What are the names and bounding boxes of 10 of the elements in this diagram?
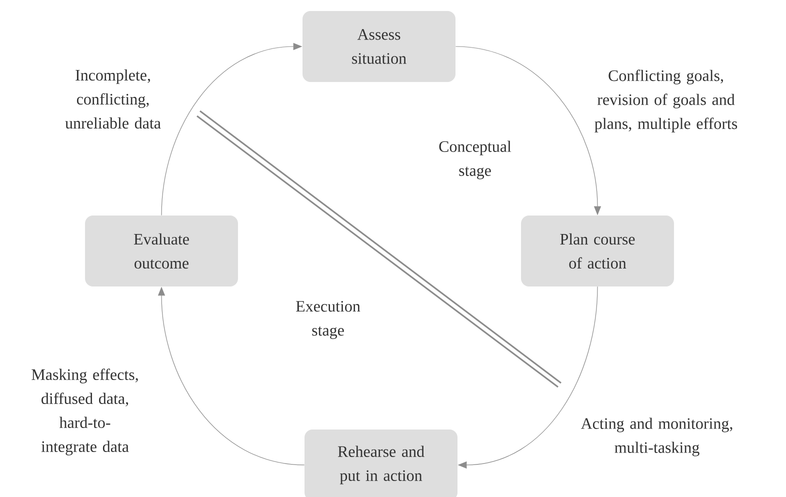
- edge-label: Masking effects, diffused data, hard-to-integrate data: [32, 368, 138, 456]
- stage-label: Conceptual stage: [439, 140, 512, 180]
- process-box: Assess situation: [302, 11, 456, 82]
- edge-label: Conflicting goals, revision of goals and plans, multiple efforts: [594, 70, 738, 132]
- stage-label: Execution stage: [296, 300, 360, 339]
- process-box: Rehearse and put in action: [304, 429, 458, 497]
- edge-label: Incomplete, conflicting, unreliable data: [65, 69, 161, 129]
- process-box: Evaluate outcome: [85, 215, 238, 286]
- edge-label: Acting and monitoring, multi-tasking: [580, 418, 732, 456]
- process-box: Plan course of action: [521, 215, 674, 286]
